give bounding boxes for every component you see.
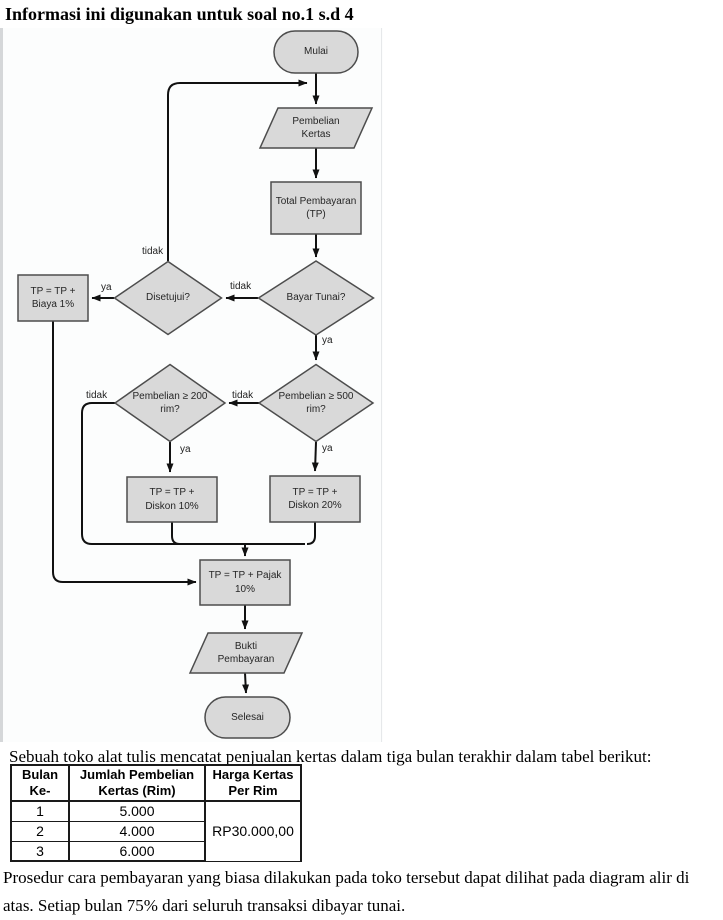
- process-fee: [17, 274, 89, 322]
- edge-label-cash-yes: ya: [322, 335, 333, 346]
- edge-label-ge500-no: tidak: [232, 390, 254, 401]
- io-purchase: [258, 107, 374, 149]
- page-title: Informasi ini digunakan untuk soal no.1 …: [5, 4, 354, 24]
- col-header-bulan: Bulan Ke-: [10, 764, 70, 802]
- edge-label-ge200-no: tidak: [86, 390, 108, 401]
- process-tax: [199, 559, 291, 606]
- label-purchase: Pembelian Kertas: [292, 115, 340, 140]
- label-ge200: Pembelian ≥ 200 rim?: [132, 390, 208, 415]
- label-fee: TP = TP + Biaya 1%: [30, 285, 76, 310]
- cell-price-merged: RP30.000,00: [204, 800, 302, 862]
- flowchart-right-border: [381, 28, 382, 742]
- edge-label-cash-no: tidak: [230, 281, 252, 292]
- label-discount20: TP = TP + Diskon 20%: [288, 486, 342, 511]
- edge-label-approved-yes: ya: [101, 282, 112, 293]
- process-total: [270, 181, 362, 235]
- table-row: 1 5.000 RP30.000,00: [10, 800, 302, 862]
- label-cash: Bayar Tunai?: [286, 292, 346, 304]
- label-total: Total Pembayaran (TP): [275, 195, 357, 220]
- decision-ge200: [113, 363, 227, 443]
- cell-month: 1: [10, 800, 70, 822]
- intro-paragraph: Sebuah toko alat tulis mencatat penjuala…: [9, 747, 652, 766]
- table-row: 3 6.000: [10, 840, 301, 862]
- outro-paragraph: Prosedur cara pembayaran yang biasa dila…: [3, 868, 690, 915]
- label-tax: TP = TP + Pajak 10%: [208, 570, 282, 595]
- label-ge500: Pembelian ≥ 500 rim?: [278, 390, 354, 415]
- label-receipt: Bukti Pembayaran: [217, 640, 275, 665]
- table-row: 2 4.000: [10, 820, 301, 842]
- cell-amount: 5.000: [68, 800, 206, 822]
- decision-ge500: [257, 363, 375, 443]
- col-header-harga: Harga Kertas Per Rim: [204, 764, 302, 802]
- decision-approved: [113, 260, 223, 336]
- terminator-start: [273, 30, 359, 74]
- label-end: Selesai: [231, 711, 264, 723]
- flowchart-canvas: [17, 30, 375, 739]
- io-receipt: [188, 632, 304, 674]
- label-approved: Disetujui?: [146, 291, 190, 303]
- edge-label-ge500-yes: ya: [322, 443, 333, 454]
- edge-label-ge200-yes: ya: [180, 444, 191, 455]
- label-start: Mulai: [304, 46, 328, 58]
- cell-amount: 4.000: [68, 820, 206, 842]
- col-header-jumlah: Jumlah Pembelian Kertas (Rim): [68, 764, 206, 802]
- process-discount10: [126, 476, 218, 523]
- edge-label-approved-no: tidak: [142, 246, 164, 257]
- process-discount20: [269, 475, 361, 523]
- cell-amount: 6.000: [68, 840, 206, 862]
- sales-table: Bulan Ke- Jumlah Pembelian Kertas (Rim) …: [10, 764, 302, 862]
- label-discount10: TP = TP + Diskon 10%: [145, 487, 199, 512]
- flow-edges: [52, 73, 320, 694]
- flowchart-left-border: [0, 28, 3, 742]
- flowchart: Mulai Pembelian Kertas Total Pembayaran …: [0, 28, 383, 742]
- cell-month: 2: [10, 820, 70, 842]
- decision-cash: [257, 260, 375, 336]
- cell-month: 3: [10, 840, 70, 862]
- terminator-end: [204, 696, 291, 739]
